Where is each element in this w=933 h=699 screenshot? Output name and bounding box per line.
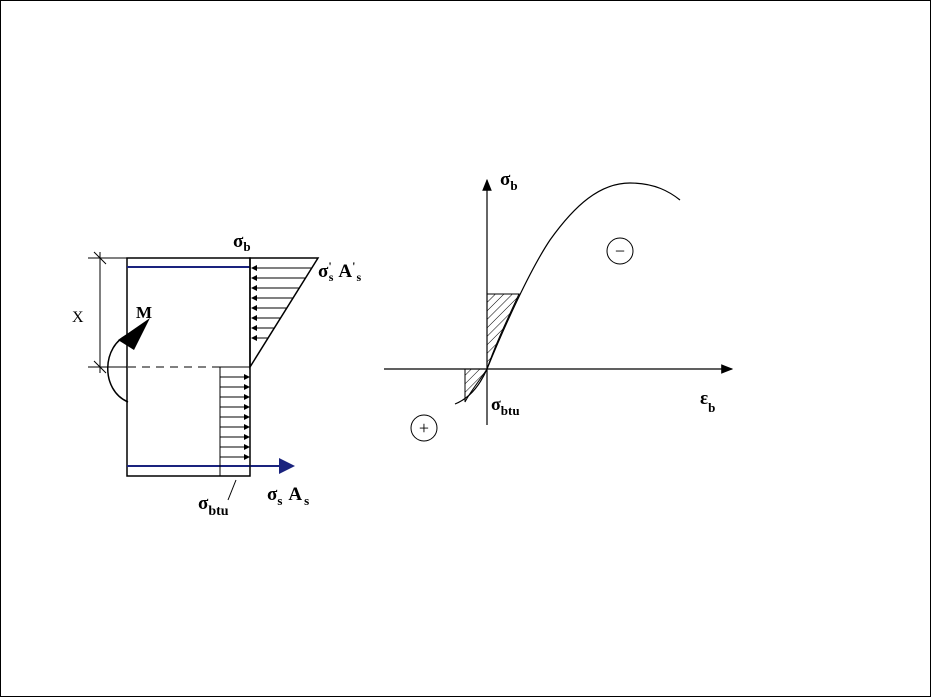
tension-sign-circle	[410, 414, 438, 442]
stress-strain-curve	[454, 182, 681, 405]
x-axis-label: εb	[700, 388, 715, 415]
stress-strain-diagram	[384, 178, 734, 442]
compression-arrows	[251, 265, 312, 341]
section-sigma-btu-label: σbtu	[198, 493, 229, 519]
y-axis-label: σb	[500, 169, 518, 193]
tension-sign: +	[419, 418, 429, 438]
moment-arrow	[107, 318, 150, 403]
tension-hatch	[464, 368, 488, 403]
compression-sign-circle	[606, 237, 634, 265]
curve-sigma-btu-label: σbtu	[491, 394, 520, 418]
section-diagram	[88, 251, 320, 501]
tension-arrows	[220, 374, 250, 460]
depth-dimension	[88, 251, 127, 374]
compression-sign: −	[615, 241, 625, 261]
tension-stress-block	[219, 366, 251, 477]
compression-stress-block	[249, 257, 320, 370]
sigma-btu-leader	[227, 479, 237, 501]
moment-label: M	[136, 303, 152, 322]
depth-x-label: X	[72, 309, 84, 326]
section-sigma-b-label: σb	[233, 231, 251, 254]
